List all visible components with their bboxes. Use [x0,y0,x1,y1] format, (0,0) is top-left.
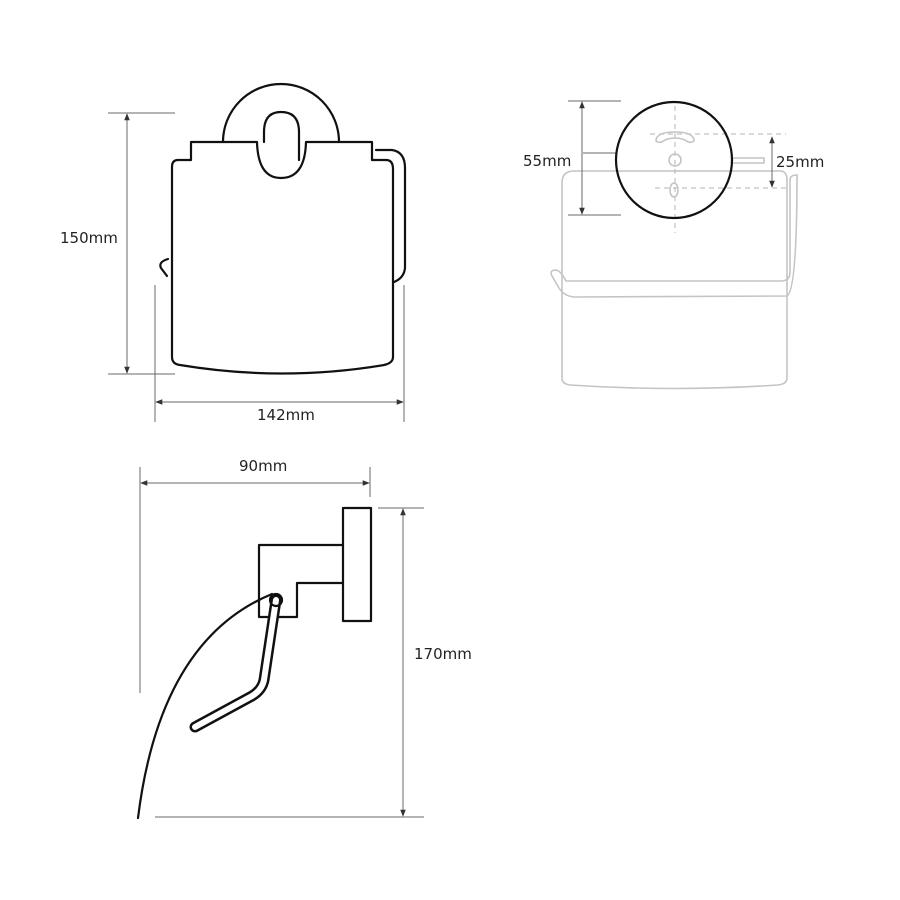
wall-plate [341,506,373,623]
rear-view [550,100,798,390]
hinge-knuckle [262,110,301,162]
hinge-outline [733,157,765,164]
front-width-label: 142mm [257,406,315,424]
cover-outline [561,170,788,390]
rear-diameter-label: 55mm [523,152,572,170]
side-tab [159,257,170,278]
side-view [136,467,424,820]
front-view [108,82,407,422]
oval-hole [669,182,679,198]
screw-hole [668,153,682,167]
cover-plate [170,140,395,375]
side-height-label: 170mm [414,645,472,663]
bar-pivot [268,592,284,608]
paper-bar-inner [192,597,279,730]
wall-rosette-arc [221,82,341,144]
front-height-label: 150mm [60,229,118,247]
paper-arm [374,148,407,284]
cover-profile-curve [136,592,274,820]
wall-rosette-circle [614,100,734,220]
side-depth-label: 90mm [239,457,288,475]
arm-outline [550,174,798,298]
key-slot [655,131,695,144]
rear-hole-spacing-label: 25mm [776,153,825,171]
